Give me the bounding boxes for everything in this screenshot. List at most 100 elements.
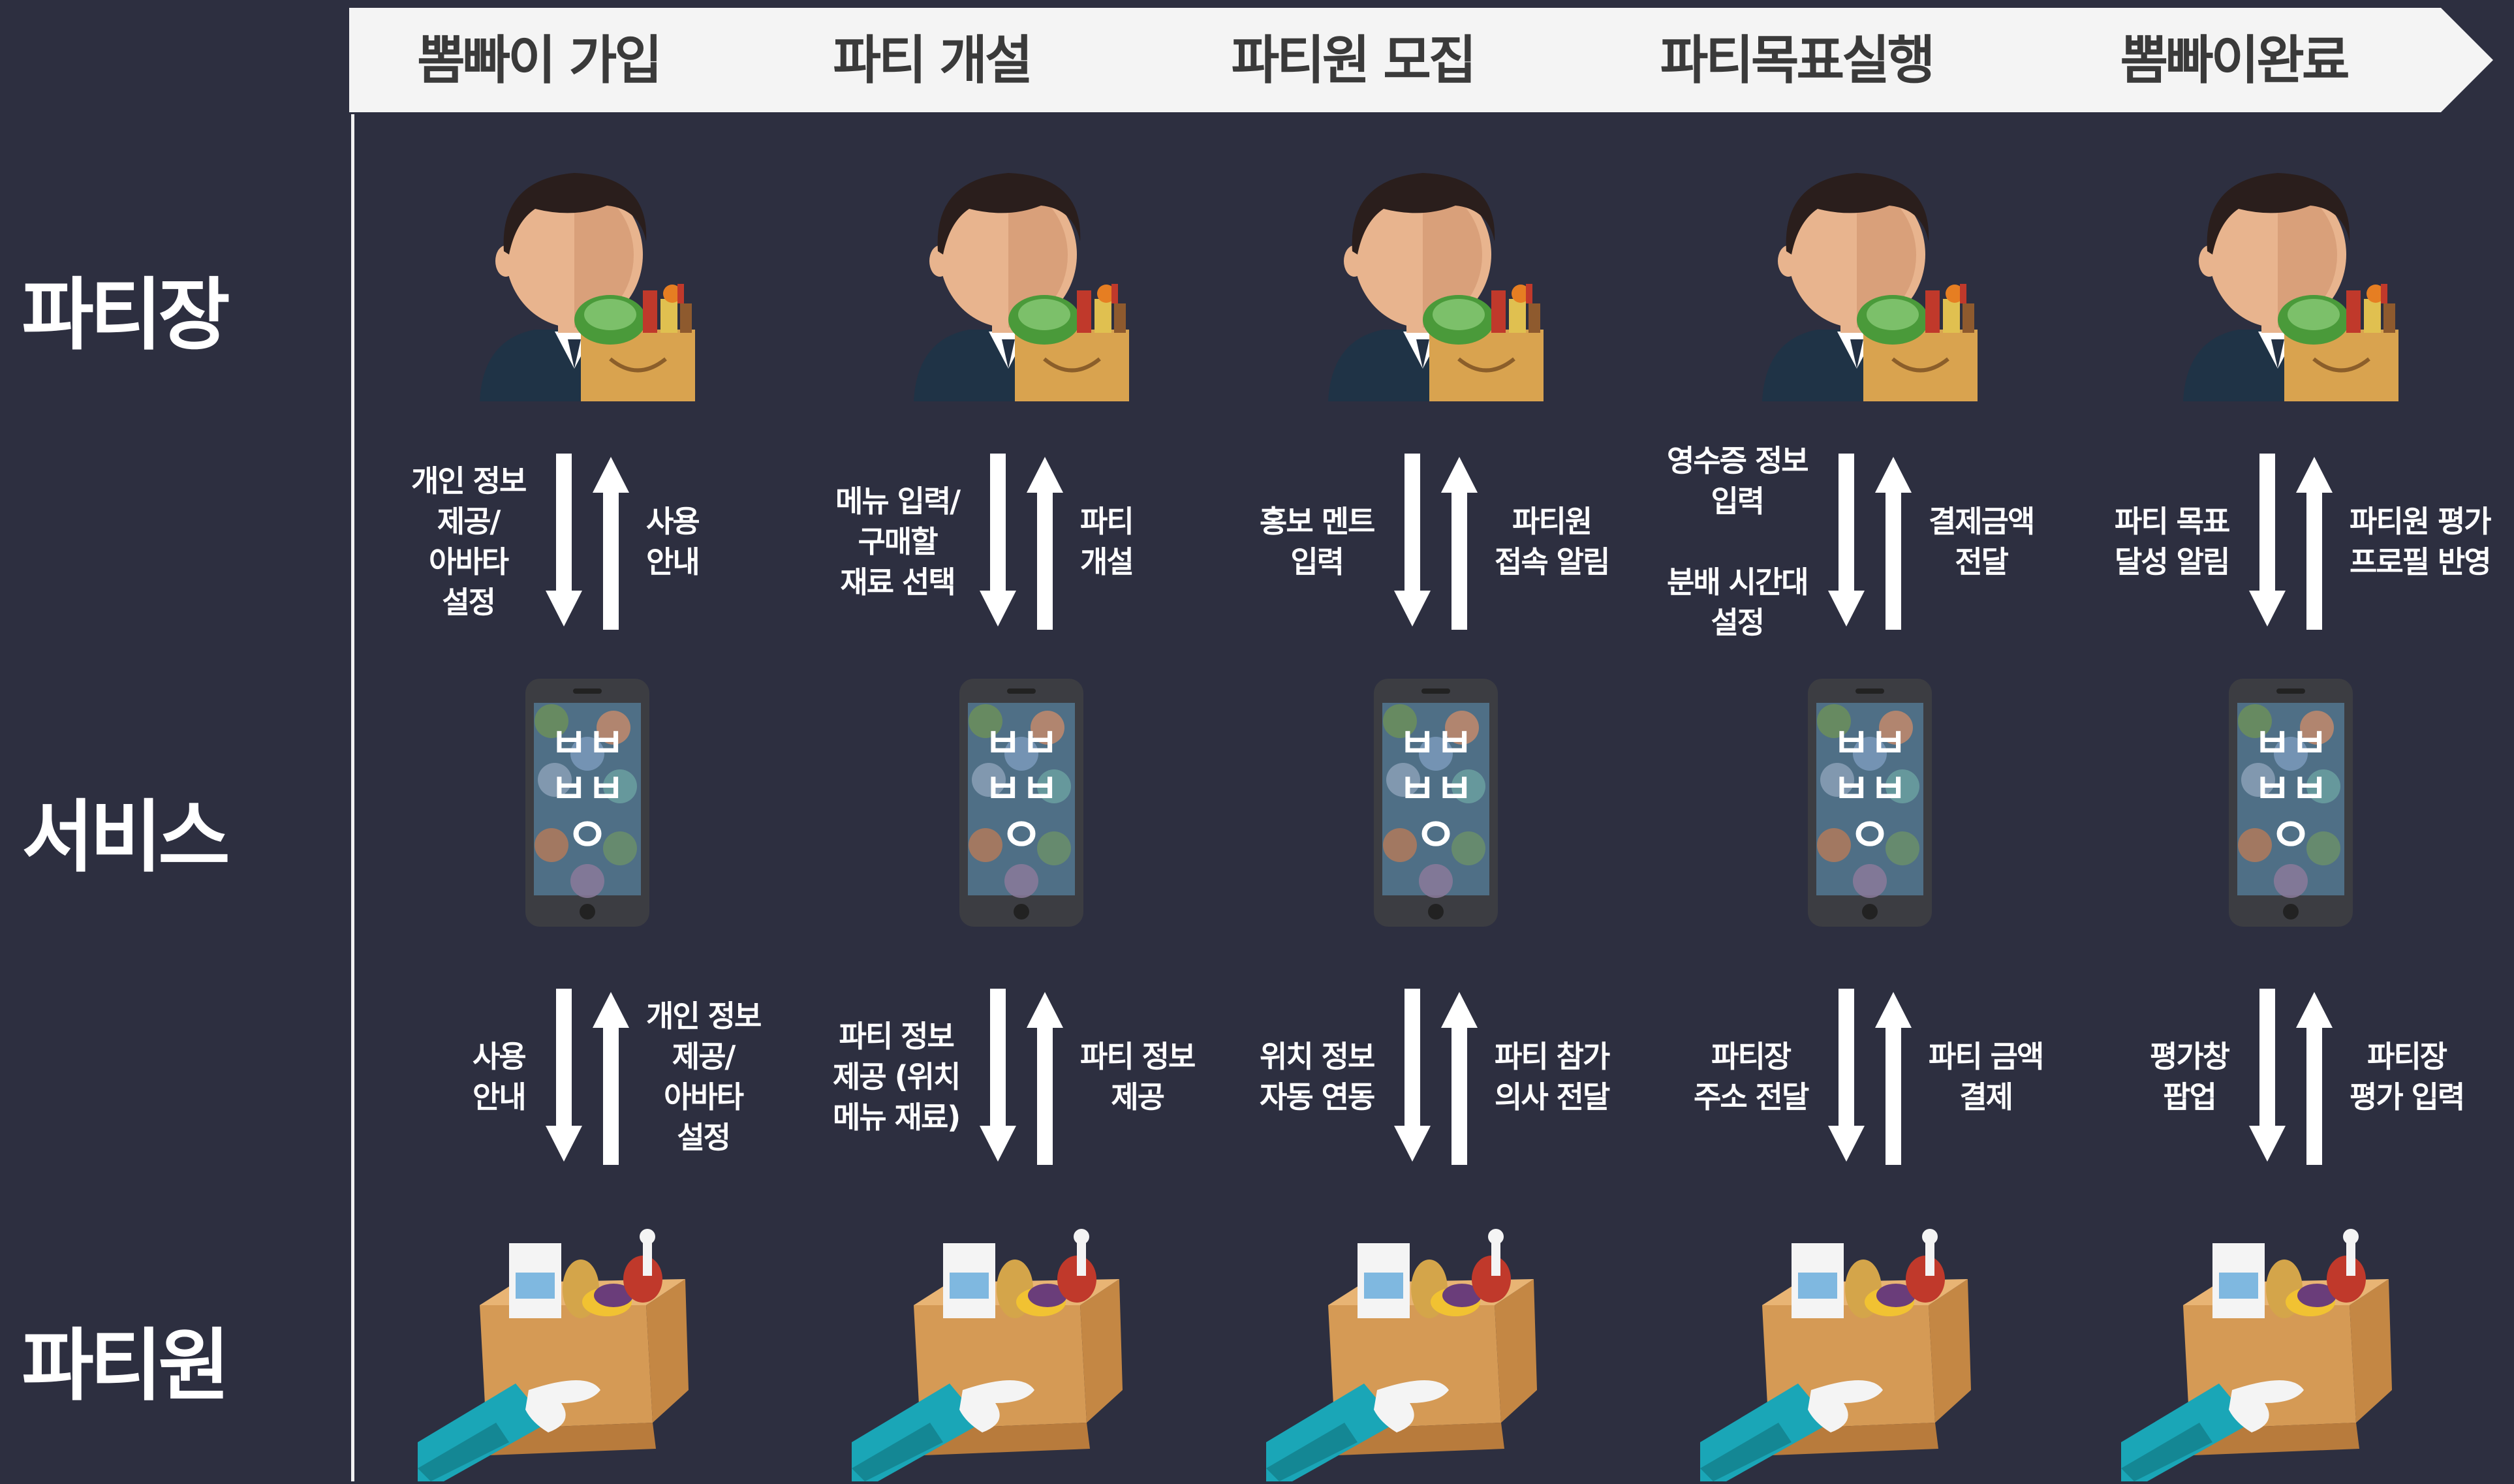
party-leader-figure [2147, 144, 2408, 407]
annotation-member-to-service-line: 아바타 [664, 1079, 744, 1115]
annotation-leader-to-service-line: 달성 알림 [2115, 544, 2230, 580]
arrows-leader-service [1390, 454, 1482, 632]
annotation-member-to-service-line: 의사 전달 [1495, 1079, 1610, 1115]
annotation-member-to-service-line: 파티 금액 [1929, 1039, 2044, 1074]
annotation-leader-to-service-line: 파티 목표 [2115, 504, 2230, 539]
arrows-service-member [2245, 989, 2336, 1167]
svg-text:ㅂㅂ: ㅂㅂ [2254, 765, 2328, 812]
row-label-member: 파티원 [22, 1321, 230, 1412]
party-member-box-figure [1700, 1227, 1974, 1484]
annotation-service-to-member-line: 파티 정보 [839, 1019, 955, 1054]
annotation-service-to-member-line: 안내 [473, 1079, 527, 1115]
annotation-leader-to-service-line: 분배 시간대 [1667, 564, 1809, 600]
annotation-leader-to-service-line: 메뉴 입력/ [835, 484, 961, 519]
annotation-service-to-leader-line: 사용 [646, 504, 700, 539]
arrows-service-member [542, 989, 633, 1167]
party-member-box-figure [1266, 1227, 1540, 1484]
step-chevron-2 [711, 8, 1168, 112]
annotation-service-to-leader-line: 개설 [1080, 544, 1134, 580]
annotation-service-to-leader-line: 결제금액 [1929, 504, 2035, 539]
annotation-service-to-member-line: 사용 [473, 1039, 527, 1074]
step-label-3: 파티원 모집 [1232, 30, 1474, 91]
annotation-leader-to-service-line: 재료 선택 [840, 564, 955, 600]
step-label-1: 뽐빠이 가입 [417, 30, 660, 91]
step-chevron-1 [349, 8, 767, 112]
step-label-5: 뽐빠이완료 [2120, 30, 2348, 91]
annotation-service-to-leader-line: 안내 [646, 544, 700, 580]
svg-text:ㅂㅂ: ㅂㅂ [1399, 765, 1473, 812]
annotation-service-to-leader-line: 접속 알림 [1495, 544, 1610, 580]
annotation-service-to-member-line: 파티장 [1711, 1039, 1792, 1074]
annotation-service-to-member-line: 평가창 [2150, 1039, 2230, 1074]
annotation-service-to-member-line: 위치 정보 [1260, 1039, 1375, 1074]
step-label-4: 파티목표실행 [1660, 30, 1933, 91]
annotation-leader-to-service-line: 영수증 정보 [1667, 443, 1809, 478]
annotation-member-to-service-line: 제공 [1111, 1079, 1165, 1115]
party-leader-figure [1292, 144, 1553, 407]
annotation-member-to-service-line: 설정 [677, 1120, 731, 1155]
annotation-leader-to-service-line: 제공/ [437, 504, 501, 539]
party-member-box-figure [2121, 1227, 2395, 1484]
step-label-2: 파티 개설 [833, 30, 1030, 91]
svg-text:ㅂㅂ: ㅂㅂ [1833, 765, 1907, 812]
svg-text:ㅇ: ㅇ [566, 808, 609, 863]
annotation-member-to-service-line: 파티장 [2367, 1039, 2447, 1074]
arrows-service-member [1824, 989, 1916, 1167]
step-chevron-4 [1553, 8, 2056, 112]
annotation-service-to-leader-line: 전달 [1955, 544, 2009, 580]
annotation-leader-to-service-line: 설정 [442, 585, 496, 620]
party-member-box-figure [418, 1227, 692, 1484]
annotation-leader-to-service-line: 구매할 [858, 524, 939, 559]
annotation-leader-to-service-line: 아바타 [429, 544, 509, 580]
annotation-member-to-service-line: 파티 정보 [1080, 1039, 1196, 1074]
svg-text:ㅇ: ㅇ [1848, 808, 1891, 863]
annotation-service-to-member-line: 메뉴 재료) [833, 1100, 961, 1135]
row-label-leader: 파티장 [22, 270, 230, 361]
annotation-member-to-service-line: 파티 참가 [1495, 1039, 1610, 1074]
annotation-service-to-leader-line: 파티원 평가 [2350, 504, 2492, 539]
row-label-service: 서비스 [22, 792, 230, 883]
svg-text:ㅇ: ㅇ [1000, 808, 1043, 863]
arrows-leader-service [542, 454, 633, 632]
annotation-leader-to-service-line: 입력 [1290, 544, 1344, 580]
svg-text:ㅂㅂ: ㅂㅂ [1399, 719, 1473, 767]
party-leader-figure [1726, 144, 1987, 407]
annotation-leader-to-service-line: 입력 [1711, 484, 1765, 519]
annotation-leader-to-service-line: 설정 [1711, 605, 1765, 640]
party-leader-figure [444, 144, 705, 407]
annotation-leader-to-service-line: 개인 정보 [411, 463, 527, 499]
annotation-service-to-leader-line: 파티 [1080, 504, 1134, 539]
svg-text:ㅂㅂ: ㅂㅂ [550, 765, 625, 812]
arrows-leader-service [1824, 454, 1916, 632]
annotation-service-to-leader-line: 파티원 [1512, 504, 1592, 539]
step-bar: 뽐빠이 가입 파티 개설 파티원 모집 파티목표실행 뽐빠이완료 [349, 8, 2493, 112]
step-chevron-3 [1113, 8, 1609, 112]
svg-text:ㅇ: ㅇ [1414, 808, 1457, 863]
annotation-member-to-service-line: 개인 정보 [646, 998, 762, 1034]
annotation-member-to-service-line: 결제 [1959, 1079, 2013, 1115]
annotation-service-to-member-line: 주소 전달 [1694, 1079, 1809, 1115]
annotation-member-to-service-line: 제공/ [672, 1039, 736, 1074]
party-leader-figure [878, 144, 1139, 407]
party-member-box-figure [852, 1227, 1126, 1484]
arrows-leader-service [976, 454, 1067, 632]
